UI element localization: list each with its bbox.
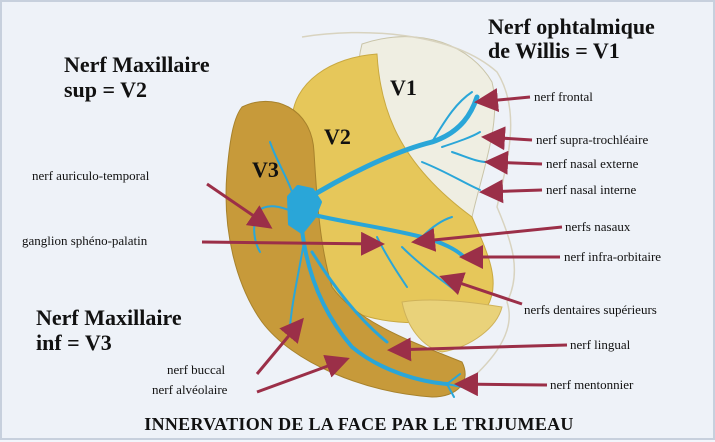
- arrow-alveolaire: [257, 359, 347, 392]
- label-supra-trochleaire: nerf supra-trochléaire: [536, 132, 648, 147]
- label-dentaires-superieurs: nerfs dentaires supérieurs: [524, 302, 657, 317]
- heading-v2-line1: Nerf Maxillaire: [64, 52, 210, 77]
- heading-v1-line2: de Willis = V1: [488, 38, 620, 63]
- heading-v2-line2: sup = V2: [64, 77, 147, 102]
- label-infra-orbitaire: nerf infra-orbitaire: [564, 249, 661, 264]
- arrow-nasal-interne: [482, 190, 542, 192]
- label-mentonnier: nerf mentonnier: [550, 377, 634, 392]
- arrow-nasal-externe: [487, 162, 542, 164]
- heading-v3-line1: Nerf Maxillaire: [36, 305, 182, 330]
- region-label-v3: V3: [252, 157, 279, 182]
- heading-v3-line2: inf = V3: [36, 330, 112, 355]
- label-auriculo-temporal: nerf auriculo-temporal: [32, 168, 150, 183]
- arrow-mentonnier: [457, 384, 547, 385]
- label-alveolaire: nerf alvéolaire: [152, 382, 228, 397]
- label-nerfs-nasaux: nerfs nasaux: [565, 219, 631, 234]
- label-nasal-interne: nerf nasal interne: [546, 182, 636, 197]
- label-lingual: nerf lingual: [570, 337, 631, 352]
- label-nerf-frontal: nerf frontal: [534, 89, 593, 104]
- region-label-v2: V2: [324, 124, 351, 149]
- heading-v1-line1: Nerf ophtalmique: [488, 14, 655, 39]
- diagram-title: INNERVATION DE LA FACE PAR LE TRIJUMEAU: [144, 414, 573, 434]
- label-nasal-externe: nerf nasal externe: [546, 156, 639, 171]
- arrow-ganglion: [202, 242, 382, 244]
- region-label-v1: V1: [390, 75, 417, 100]
- label-ganglion: ganglion sphéno-palatin: [22, 233, 148, 248]
- label-buccal: nerf buccal: [167, 362, 225, 377]
